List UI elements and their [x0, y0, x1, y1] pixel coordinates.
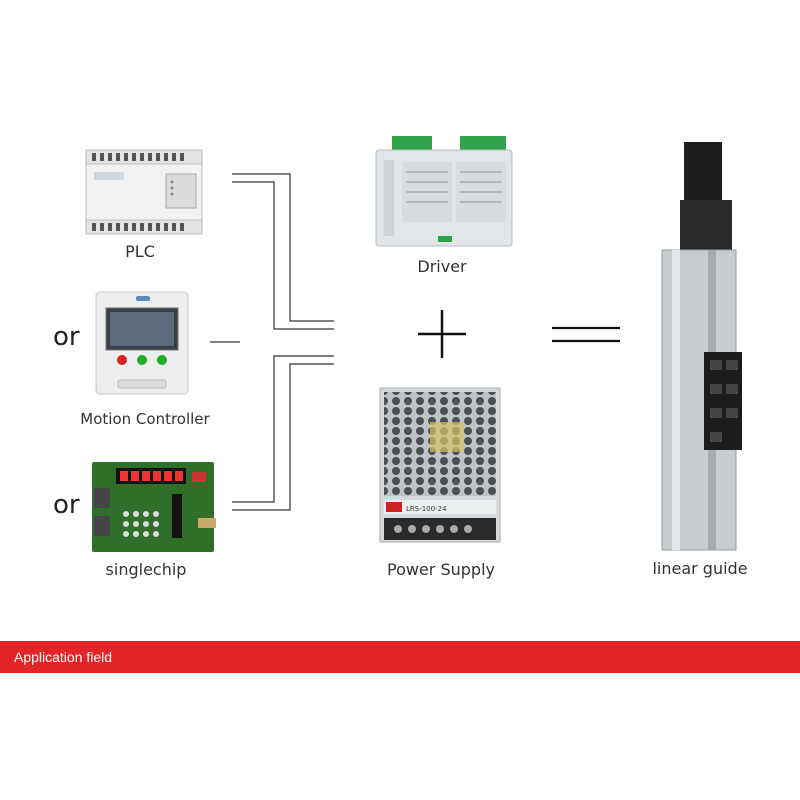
singlechip-wire [232, 355, 334, 511]
linear-guide-label: linear guide [652, 559, 748, 578]
plc-wire [232, 173, 334, 330]
plus-sign [418, 310, 466, 358]
linear-guide-image [661, 142, 742, 551]
power-supply-image: LRS-100-24 [379, 387, 501, 543]
power-supply-model-label: LRS-100-24 [406, 505, 447, 513]
or-label-2: or [53, 490, 80, 520]
equals-sign [552, 326, 620, 343]
or-label-1: or [53, 322, 80, 352]
plc-label: PLC [125, 242, 155, 261]
motion-controller-label: Motion Controller [80, 410, 210, 428]
singlechip-image [92, 462, 216, 552]
power-supply-label: Power Supply [387, 560, 495, 579]
driver-label: Driver [417, 257, 467, 276]
motion-controller-image [95, 291, 189, 395]
plc-image [85, 149, 203, 235]
singlechip-label: singlechip [105, 560, 187, 579]
driver-image [375, 136, 513, 247]
banner-title: Application field [14, 649, 113, 665]
application-field-banner: Application field [0, 641, 800, 673]
